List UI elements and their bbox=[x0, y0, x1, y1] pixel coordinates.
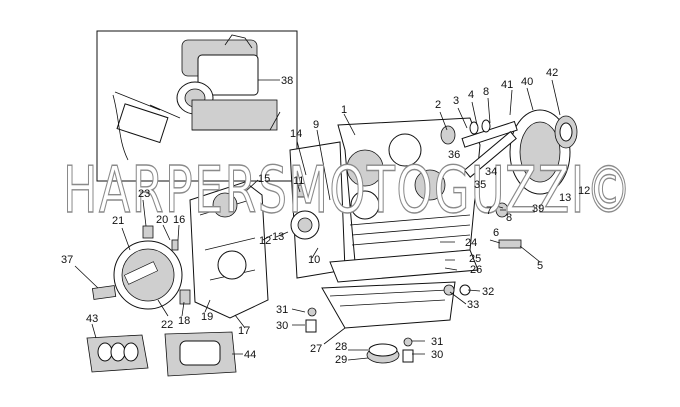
callout-38: 38 bbox=[281, 75, 293, 87]
front-cover-parts bbox=[91, 181, 269, 319]
callout-10: 10 bbox=[308, 254, 320, 266]
callout-13-left: 13 bbox=[272, 231, 284, 243]
callout-12-left: 12 bbox=[259, 235, 271, 247]
callout-4: 4 bbox=[468, 89, 474, 101]
callout-2: 2 bbox=[435, 99, 441, 111]
callout-31-left: 31 bbox=[276, 304, 288, 316]
callout-32: 32 bbox=[482, 286, 494, 298]
crankcase bbox=[289, 117, 481, 279]
callout-30-right: 30 bbox=[431, 349, 443, 361]
engine-assembly-inset bbox=[96, 30, 298, 182]
callout-31-right: 31 bbox=[431, 336, 443, 348]
callout-34: 34 bbox=[485, 166, 497, 178]
callout-43: 43 bbox=[86, 313, 98, 325]
callout-40: 40 bbox=[521, 76, 533, 88]
callout-20: 20 bbox=[156, 214, 168, 226]
callout-16: 16 bbox=[173, 214, 185, 226]
callout-5: 5 bbox=[537, 260, 543, 272]
leader-lines bbox=[74, 79, 561, 361]
callout-11: 11 bbox=[293, 175, 304, 187]
callout-41: 41 bbox=[501, 79, 513, 91]
callout-8-top: 8 bbox=[483, 86, 489, 98]
callout-21: 21 bbox=[112, 215, 124, 227]
callout-27: 27 bbox=[310, 343, 322, 355]
callout-23: 23 bbox=[138, 188, 150, 200]
callout-18: 18 bbox=[178, 315, 190, 327]
callout-8-right: 8 bbox=[506, 212, 512, 224]
callout-9: 9 bbox=[313, 119, 319, 131]
callout-44: 44 bbox=[244, 349, 256, 361]
callout-labels: 1 2 3 4 5 6 7 8 8 9 10 11 12 12 13 13 14… bbox=[61, 67, 590, 366]
callout-26: 26 bbox=[470, 264, 482, 276]
gasket-set bbox=[86, 331, 237, 377]
callout-29: 29 bbox=[335, 354, 347, 366]
callout-1: 1 bbox=[341, 104, 347, 116]
callout-3: 3 bbox=[453, 95, 459, 107]
callout-14: 14 bbox=[290, 128, 302, 140]
callout-30-left: 30 bbox=[276, 320, 288, 332]
callout-35: 35 bbox=[474, 179, 486, 191]
callout-24: 24 bbox=[465, 237, 477, 249]
callout-15: 15 bbox=[258, 173, 270, 185]
callout-22: 22 bbox=[161, 319, 173, 331]
rear-cover-parts bbox=[440, 109, 578, 296]
callout-42: 42 bbox=[546, 67, 558, 79]
callout-33: 33 bbox=[467, 299, 479, 311]
callout-12-right: 12 bbox=[578, 185, 590, 197]
callout-37: 37 bbox=[61, 254, 73, 266]
callout-7: 7 bbox=[486, 205, 492, 217]
callout-17: 17 bbox=[238, 325, 250, 337]
callout-19: 19 bbox=[201, 311, 213, 323]
oil-pan bbox=[305, 249, 479, 364]
callout-28: 28 bbox=[335, 341, 347, 353]
watermark-text: HARPERSMOTOGUZZI© bbox=[63, 154, 633, 228]
callout-36: 36 bbox=[448, 149, 460, 161]
callout-39: 39 bbox=[532, 203, 544, 215]
callout-13-right: 13 bbox=[559, 192, 571, 204]
callout-6: 6 bbox=[493, 227, 499, 239]
callout-25: 25 bbox=[469, 253, 481, 265]
